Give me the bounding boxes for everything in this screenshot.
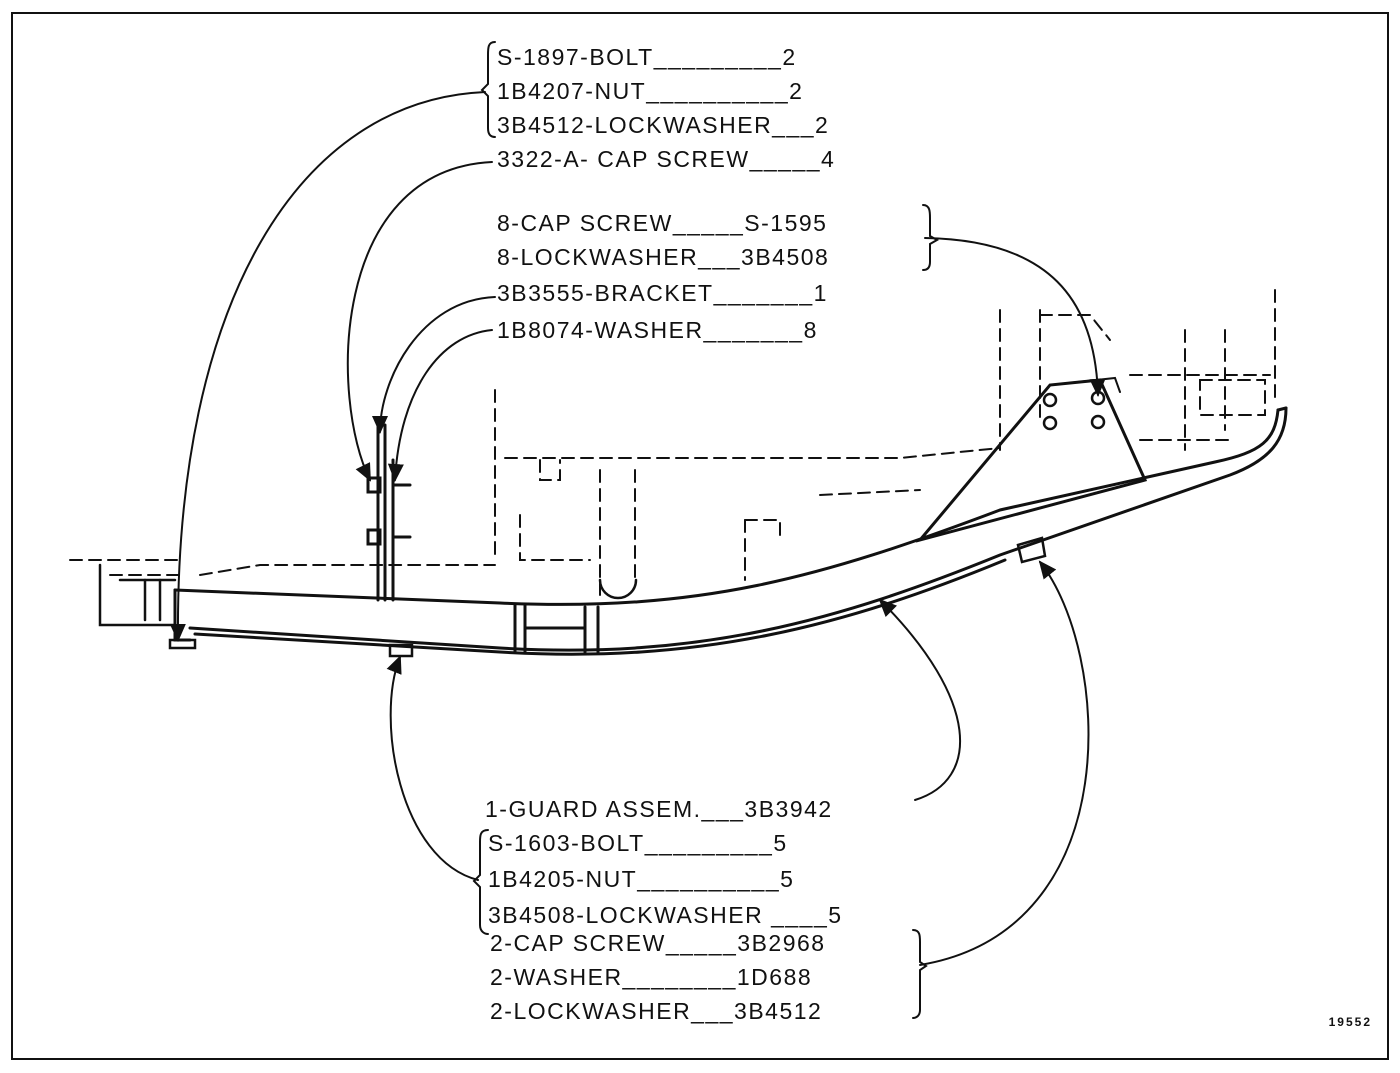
diagram-frame <box>11 12 1389 1060</box>
callout-top-line-1: S-1897-BOLT_________2 <box>497 44 797 70</box>
callout-bottom-right-line-1: 2-CAP SCREW_____3B2968 <box>490 930 826 956</box>
gusset-bolt-holes <box>1042 390 1106 431</box>
center-stiffener <box>513 603 600 654</box>
leader-lines <box>169 91 1106 966</box>
leader-top-group <box>169 91 486 642</box>
callout-guard-assem: 1-GUARD ASSEM.___3B3942 <box>485 796 833 822</box>
callout-bottom-line-3: 3B4508-LOCKWASHER ____5 <box>488 902 843 928</box>
leader-bottom-group <box>386 655 479 881</box>
callout-bottom-line-1: S-1603-BOLT_________5 <box>488 830 788 856</box>
callout-bottom-right-line-2: 2-WASHER________1D688 <box>490 964 813 990</box>
figure-number: 19552 <box>1328 1015 1372 1029</box>
callout-bottom-right-line-3: 2-LOCKWASHER___3B4512 <box>490 998 823 1024</box>
leader-bottom-right-group <box>919 560 1090 966</box>
round-post <box>598 578 638 600</box>
left-frame-end <box>98 563 177 627</box>
vertical-bracket <box>366 423 412 602</box>
guard-plate <box>173 406 1288 656</box>
leader-washer <box>387 329 493 482</box>
callout-bracket: 3B3555-BRACKET_______1 <box>497 280 828 306</box>
leader-bracket <box>372 296 496 434</box>
bolt-heads <box>168 536 1047 658</box>
callout-right-line-1: 8-CAP SCREW_____S-1595 <box>497 210 828 236</box>
callout-cap-screw-3322: 3322-A- CAP SCREW_____4 <box>497 146 836 172</box>
callout-braces <box>472 41 940 1019</box>
leader-guard-assem <box>878 598 962 801</box>
callout-right-line-2: 8-LOCKWASHER___3B4508 <box>497 244 830 270</box>
callout-washer: 1B8074-WASHER_______8 <box>497 317 818 343</box>
callout-top-line-2: 1B4207-NUT__________2 <box>497 78 804 104</box>
gusset-top-lip <box>1049 376 1121 393</box>
leader-cap-screw-3322 <box>346 161 493 482</box>
callout-top-line-3: 3B4512-LOCKWASHER___2 <box>497 112 830 138</box>
machine-outline <box>69 289 1276 596</box>
callout-bottom-line-2: 1B4205-NUT__________5 <box>488 866 795 892</box>
leader-right-group <box>924 237 1106 397</box>
